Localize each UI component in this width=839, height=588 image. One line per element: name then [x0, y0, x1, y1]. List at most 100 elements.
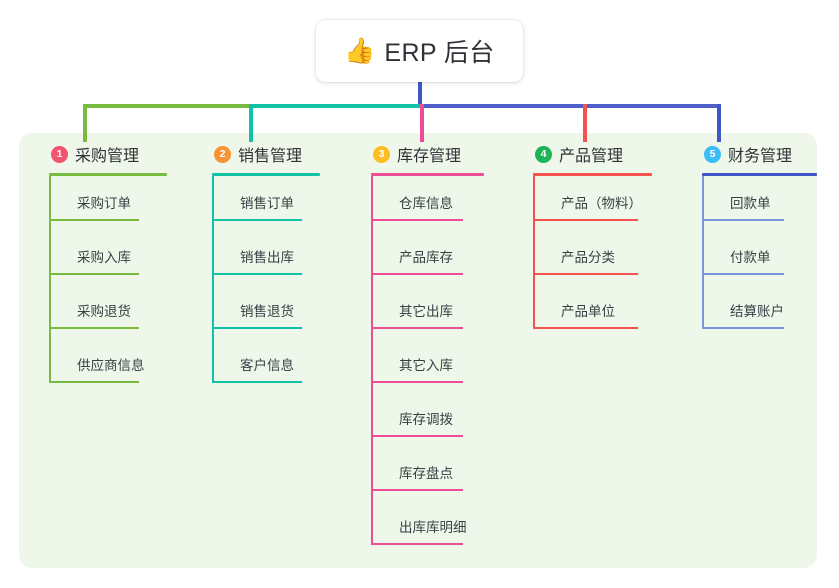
column-items: 仓库信息产品库存其它出库其它入库库存调拨库存盘点出库库明细	[371, 176, 484, 554]
column-spine	[371, 176, 373, 545]
tree-item-label: 产品分类	[561, 250, 615, 265]
tree-item-rule	[212, 327, 302, 329]
root-node-content: 👍 ERP 后台	[344, 33, 494, 69]
tree-item-label: 产品（物料）	[561, 196, 642, 211]
connector-drop-3	[420, 104, 424, 142]
tree-item-label: 客户信息	[240, 358, 294, 373]
tree-item[interactable]: 付款单	[702, 230, 817, 284]
tree-item-rule	[371, 219, 463, 221]
column-header-4[interactable]: 4 产品管理	[533, 142, 652, 166]
tree-item-rule	[212, 273, 302, 275]
tree-item-label: 销售出库	[240, 250, 294, 265]
tree-item-label: 采购退货	[77, 304, 131, 319]
number-badge-icon: 5	[704, 145, 721, 163]
tree-item-label: 供应商信息	[77, 358, 145, 373]
number-badge-icon: 3	[373, 145, 390, 163]
column-header-rule	[49, 173, 167, 176]
root-node-label: ERP 后台	[384, 39, 495, 67]
column-spine	[49, 176, 51, 383]
connector-hbar-left	[83, 104, 249, 108]
column-header-1[interactable]: 1 采购管理	[49, 142, 167, 166]
column-items: 销售订单销售出库销售退货客户信息	[212, 176, 320, 392]
tree-item[interactable]: 产品单位	[533, 284, 652, 338]
tree-item-rule	[533, 327, 638, 329]
diagram-panel-background	[19, 133, 817, 568]
tree-item[interactable]: 仓库信息	[371, 176, 484, 230]
connector-drop-4	[583, 104, 587, 142]
tree-item-label: 仓库信息	[399, 196, 453, 211]
connector-drop-2	[249, 104, 253, 142]
tree-item-rule	[371, 435, 463, 437]
tree-item[interactable]: 客户信息	[212, 338, 320, 392]
tree-item[interactable]: 库存调拨	[371, 392, 484, 446]
tree-item-label: 采购入库	[77, 250, 131, 265]
tree-item[interactable]: 其它入库	[371, 338, 484, 392]
tree-item-rule	[212, 381, 302, 383]
tree-item[interactable]: 采购退货	[49, 284, 167, 338]
tree-item-label: 销售订单	[240, 196, 294, 211]
tree-item[interactable]: 产品（物料）	[533, 176, 652, 230]
tree-item-rule	[49, 273, 139, 275]
tree-item-label: 出库库明细	[399, 520, 467, 535]
tree-item-label: 采购订单	[77, 196, 131, 211]
tree-item[interactable]: 采购订单	[49, 176, 167, 230]
tree-item[interactable]: 销售订单	[212, 176, 320, 230]
column-items: 回款单付款单结算账户	[702, 176, 817, 338]
tree-item-label: 库存盘点	[399, 466, 453, 481]
tree-item-label: 其它出库	[399, 304, 453, 319]
column-header-rule	[702, 173, 817, 176]
column-1: 1 采购管理采购订单采购入库采购退货供应商信息	[49, 142, 167, 392]
tree-item[interactable]: 产品库存	[371, 230, 484, 284]
column-header-rule	[212, 173, 320, 176]
tree-item-rule	[371, 381, 463, 383]
tree-item[interactable]: 销售退货	[212, 284, 320, 338]
column-items: 采购订单采购入库采购退货供应商信息	[49, 176, 167, 392]
column-spine	[212, 176, 214, 383]
tree-item-rule	[371, 273, 463, 275]
column-5: 5 财务管理回款单付款单结算账户	[702, 142, 817, 338]
root-node-erp-backend[interactable]: 👍 ERP 后台	[316, 20, 523, 82]
column-spine	[702, 176, 704, 329]
tree-item-label: 回款单	[730, 196, 771, 211]
tree-item-label: 销售退货	[240, 304, 294, 319]
tree-item[interactable]: 销售出库	[212, 230, 320, 284]
connector-hbar-mid	[249, 104, 420, 108]
tree-item[interactable]: 供应商信息	[49, 338, 167, 392]
tree-item-rule	[533, 219, 638, 221]
tree-item-rule	[49, 381, 139, 383]
connector-drop-5	[717, 104, 721, 142]
column-header-label: 采购管理	[75, 148, 140, 165]
column-4: 4 产品管理产品（物料） 产品分类产品单位	[533, 142, 652, 338]
tree-item-rule	[371, 543, 463, 545]
column-header-label: 财务管理	[728, 148, 793, 165]
column-header-rule	[371, 173, 484, 176]
tree-item-label: 产品库存	[399, 250, 453, 265]
tree-item-rule	[702, 327, 784, 329]
tree-item[interactable]: 出库库明细	[371, 500, 484, 554]
tree-item[interactable]: 结算账户	[702, 284, 817, 338]
number-badge-icon: 4	[535, 145, 552, 163]
column-items: 产品（物料） 产品分类产品单位	[533, 176, 652, 338]
column-header-label: 产品管理	[559, 148, 624, 165]
tree-item-label: 产品单位	[561, 304, 615, 319]
tree-item-label: 结算账户	[730, 304, 784, 319]
tree-item[interactable]: 库存盘点	[371, 446, 484, 500]
number-badge-icon: 1	[51, 145, 68, 163]
column-header-label: 销售管理	[238, 148, 303, 165]
tree-item-rule	[533, 273, 638, 275]
column-spine	[533, 176, 535, 329]
tree-item[interactable]: 采购入库	[49, 230, 167, 284]
column-header-5[interactable]: 5 财务管理	[702, 142, 817, 166]
tree-item[interactable]: 回款单	[702, 176, 817, 230]
tree-item-label: 其它入库	[399, 358, 453, 373]
tree-item-rule	[702, 273, 784, 275]
tree-item-rule	[49, 219, 139, 221]
tree-item[interactable]: 其它出库	[371, 284, 484, 338]
tree-item[interactable]: 产品分类	[533, 230, 652, 284]
tree-item-rule	[49, 327, 139, 329]
tree-item-label: 付款单	[730, 250, 771, 265]
